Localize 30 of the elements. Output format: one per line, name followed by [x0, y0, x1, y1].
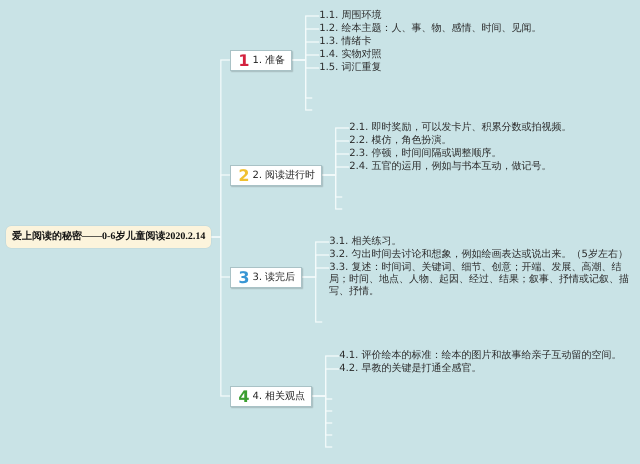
subtopic-text: 1.2. 绘本主题：人、事、物、感情、时间、见闻。 — [319, 23, 542, 35]
subtopic-text: 2.1. 即时奖励，可以发卡片、积累分数或拍视频。 — [349, 122, 572, 134]
subtopic-text: 4.1. 评价绘本的标准：绘本的图片和故事给亲子互动留的空间。 — [339, 350, 622, 362]
subtopic-text: 3.1. 相关练习。 — [329, 236, 402, 248]
subtopic-text: 1.1. 周围环境 — [319, 10, 382, 22]
topic-box — [230, 266, 302, 288]
topic-box — [230, 50, 292, 70]
subtopic-text: 1.5. 词汇重复 — [319, 62, 382, 74]
subtopic-text: 3.2. 匀出时间去讨论和想象，例如绘画表达或说出来。（5岁左右） — [329, 249, 628, 261]
topic-number: 4 — [238, 386, 250, 406]
subtopic-text: 1.4. 实物对照 — [319, 49, 382, 61]
topic-box — [230, 386, 312, 406]
subtopic-text: 2.4. 五官的运用，例如与书本互动，做记号。 — [349, 161, 552, 173]
connector-line — [302, 276, 322, 323]
connector-line — [211, 236, 230, 397]
topic-label: 1. 准备 — [252, 54, 286, 66]
subtopic-text: 2.2. 模仿，角色扮演。 — [349, 135, 452, 147]
topic-label: 3. 读完后 — [252, 270, 296, 284]
topic-number: 1 — [238, 50, 250, 70]
subtopic-text: 1.3. 情绪卡 — [319, 36, 372, 48]
subtopic-text: 3.3. 复述：时间词、关键词、细节、创意；开端、发展、高潮、结局；时间、地点、人物、起因、经过、结果；叙事、抒情或记叙、描写、抒情。 — [329, 262, 637, 298]
subtopic-text: 4.2. 早教的关键是打通全感官。 — [339, 363, 482, 375]
topic-number: 2 — [238, 166, 250, 184]
central-topic: 爱上阅读的秘密——0-6岁儿童阅读2020.2.14 — [6, 226, 212, 248]
subtopic-text: 2.3. 停顿，时间间隔或调整顺序。 — [349, 148, 502, 160]
topic-label: 2. 阅读进行时 — [252, 168, 316, 182]
topic-box — [230, 164, 322, 186]
topic-number: 3 — [238, 268, 250, 286]
topic-label: 4. 相关观点 — [252, 390, 306, 402]
connector-line — [322, 174, 342, 210]
